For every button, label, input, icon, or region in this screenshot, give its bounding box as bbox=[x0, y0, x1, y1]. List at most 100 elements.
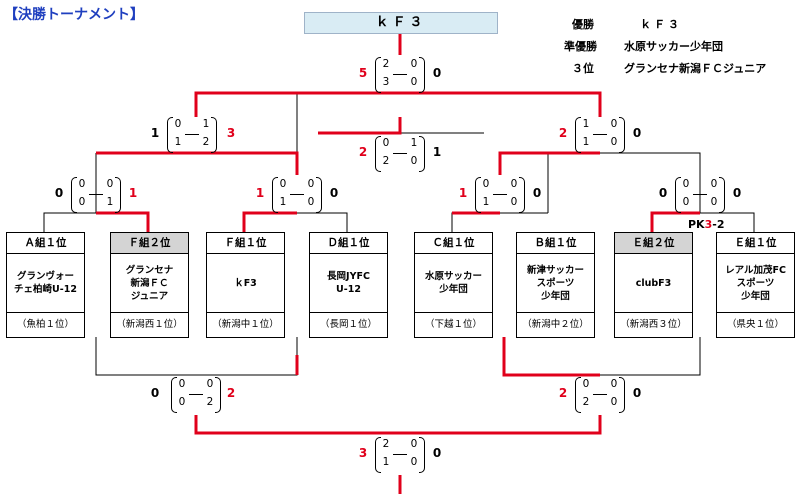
team-group: Ｆ組２位 bbox=[111, 233, 188, 254]
total-right: 0 bbox=[732, 186, 742, 200]
total-left: 1 bbox=[255, 186, 265, 200]
team-group: Ｂ組１位 bbox=[517, 233, 594, 254]
score-semi-right: 1 0 1 0 bbox=[571, 115, 629, 155]
win-third bbox=[318, 117, 402, 135]
half2-right: 2 bbox=[202, 136, 210, 148]
team-qualifier: （新潟中２位） bbox=[522, 319, 589, 330]
total-left: 3 bbox=[358, 446, 368, 460]
score-third-place: 0 1 2 0 bbox=[371, 134, 429, 174]
pk-prefix: PK bbox=[688, 218, 705, 231]
half2-right: 0 bbox=[307, 196, 315, 208]
line-qf1 bbox=[43, 212, 148, 232]
half2-left: 2 bbox=[382, 155, 390, 167]
total-right: 1 bbox=[432, 145, 442, 159]
half1-right: 0 bbox=[206, 378, 214, 390]
team-group: Ｆ組１位 bbox=[207, 233, 284, 254]
line-lower-left bbox=[95, 337, 298, 376]
team-box: Ｄ組１位 長岡JYFC U-12 （長岡１位） bbox=[309, 232, 388, 338]
half2-right: 0 bbox=[410, 155, 418, 167]
half2-right: 0 bbox=[410, 456, 418, 468]
champion-box: ｋＦ３ bbox=[304, 12, 498, 34]
half2-left: 1 bbox=[382, 456, 390, 468]
team-qualifier: （長岡１位） bbox=[319, 319, 377, 330]
team-box: Ｃ組１位 水原サッカー 少年団 （下越１位） bbox=[414, 232, 493, 338]
half2-right: 1 bbox=[106, 196, 114, 208]
total-left: 2 bbox=[558, 126, 568, 140]
team-box: Ｆ組２位 グランセナ 新潟ＦＣ ジュニア （新潟西１位） bbox=[110, 232, 189, 338]
team-qualifier: （新潟西３位） bbox=[620, 319, 687, 330]
half1-left: 2 bbox=[382, 58, 390, 70]
team-group: Ｅ組１位 bbox=[717, 233, 794, 254]
score-final: 2 0 3 0 bbox=[371, 55, 429, 95]
team-group: Ｃ組１位 bbox=[415, 233, 492, 254]
half1-left: 0 bbox=[682, 178, 690, 190]
team-group: Ａ組１位 bbox=[7, 233, 84, 254]
line-qf3 bbox=[451, 212, 548, 232]
half2-right: 0 bbox=[610, 396, 618, 408]
half1-right: 0 bbox=[710, 178, 718, 190]
team-box: Ｂ組１位 新津サッカー スポーツ 少年団 （新潟中２位） bbox=[516, 232, 595, 338]
half2-right: 0 bbox=[510, 196, 518, 208]
half1-left: 0 bbox=[174, 118, 182, 130]
half1-left: 0 bbox=[279, 178, 287, 190]
team-box: Ｅ組１位 レアル加茂FC スポーツ 少年団 （県央１位） bbox=[716, 232, 795, 338]
team-name: 水原サッカー 少年団 bbox=[415, 254, 492, 313]
result-team-3: グランセナ新潟ＦＣジュニア bbox=[624, 62, 767, 75]
win-qf2 bbox=[242, 211, 297, 232]
team-name: レアル加茂FC スポーツ 少年団 bbox=[717, 254, 794, 313]
page-title: 【決勝トーナメント】 bbox=[4, 7, 144, 23]
total-right: 0 bbox=[532, 186, 542, 200]
half2-left: 1 bbox=[174, 136, 182, 148]
pk-result: PK3-2 bbox=[688, 218, 724, 231]
total-right: 0 bbox=[632, 386, 642, 400]
half2-right: 2 bbox=[206, 396, 214, 408]
team-qualifier: （下越１位） bbox=[424, 319, 482, 330]
win-lower-left-stub bbox=[295, 355, 299, 375]
team-name: グランヴォー チェ柏崎U-12 bbox=[7, 254, 84, 313]
team-group: Ｅ組２位 bbox=[615, 233, 692, 254]
total-right: 0 bbox=[432, 66, 442, 80]
half1-right: 0 bbox=[510, 178, 518, 190]
score-qf2: 0 0 1 0 bbox=[268, 175, 326, 215]
total-right: 1 bbox=[128, 186, 138, 200]
half1-right: 0 bbox=[610, 118, 618, 130]
win-lower-right bbox=[502, 337, 600, 377]
line-qf4-up bbox=[600, 152, 701, 213]
result-rank-2: 準優勝 bbox=[564, 40, 597, 53]
line-qf4 bbox=[700, 212, 755, 232]
win-semi-right bbox=[498, 151, 600, 175]
half1-left: 0 bbox=[482, 178, 490, 190]
score-qf4: 0 0 0 0 bbox=[671, 175, 729, 215]
half2-left: 1 bbox=[582, 136, 590, 148]
total-left: 2 bbox=[358, 145, 368, 159]
win-lower-final bbox=[194, 415, 602, 435]
half2-left: 2 bbox=[582, 396, 590, 408]
half1-right: 0 bbox=[307, 178, 315, 190]
half1-left: 0 bbox=[178, 378, 186, 390]
total-left: 1 bbox=[150, 126, 160, 140]
win-qf1 bbox=[96, 211, 150, 232]
half1-left: 0 bbox=[582, 378, 590, 390]
half1-right: 1 bbox=[202, 118, 210, 130]
score-semi-left: 0 1 1 2 bbox=[163, 115, 221, 155]
score-lower-left: 0 0 0 2 bbox=[167, 375, 225, 415]
team-box: Ｅ組２位 clubF3 （新潟西３位） bbox=[614, 232, 693, 338]
total-left: 0 bbox=[150, 386, 160, 400]
result-team-1: ｋＦ３ bbox=[640, 18, 682, 31]
half2-left: 3 bbox=[382, 76, 390, 88]
team-box: Ａ組１位 グランヴォー チェ柏崎U-12 （魚柏１位） bbox=[6, 232, 85, 338]
line-qf2 bbox=[244, 212, 348, 232]
total-left: 0 bbox=[54, 186, 64, 200]
half1-right: 0 bbox=[410, 438, 418, 450]
half1-right: 0 bbox=[610, 378, 618, 390]
score-lower-right: 0 0 2 0 bbox=[571, 375, 629, 415]
team-qualifier: （魚柏１位） bbox=[16, 319, 74, 330]
total-right: 0 bbox=[329, 186, 339, 200]
team-name: 長岡JYFC U-12 bbox=[310, 254, 387, 313]
team-name: グランセナ 新潟ＦＣ ジュニア bbox=[111, 254, 188, 313]
score-qf1: 0 0 0 1 bbox=[67, 175, 125, 215]
half1-right: 0 bbox=[106, 178, 114, 190]
team-qualifier: （新潟西１位） bbox=[116, 319, 183, 330]
win-semi-left bbox=[96, 151, 299, 175]
